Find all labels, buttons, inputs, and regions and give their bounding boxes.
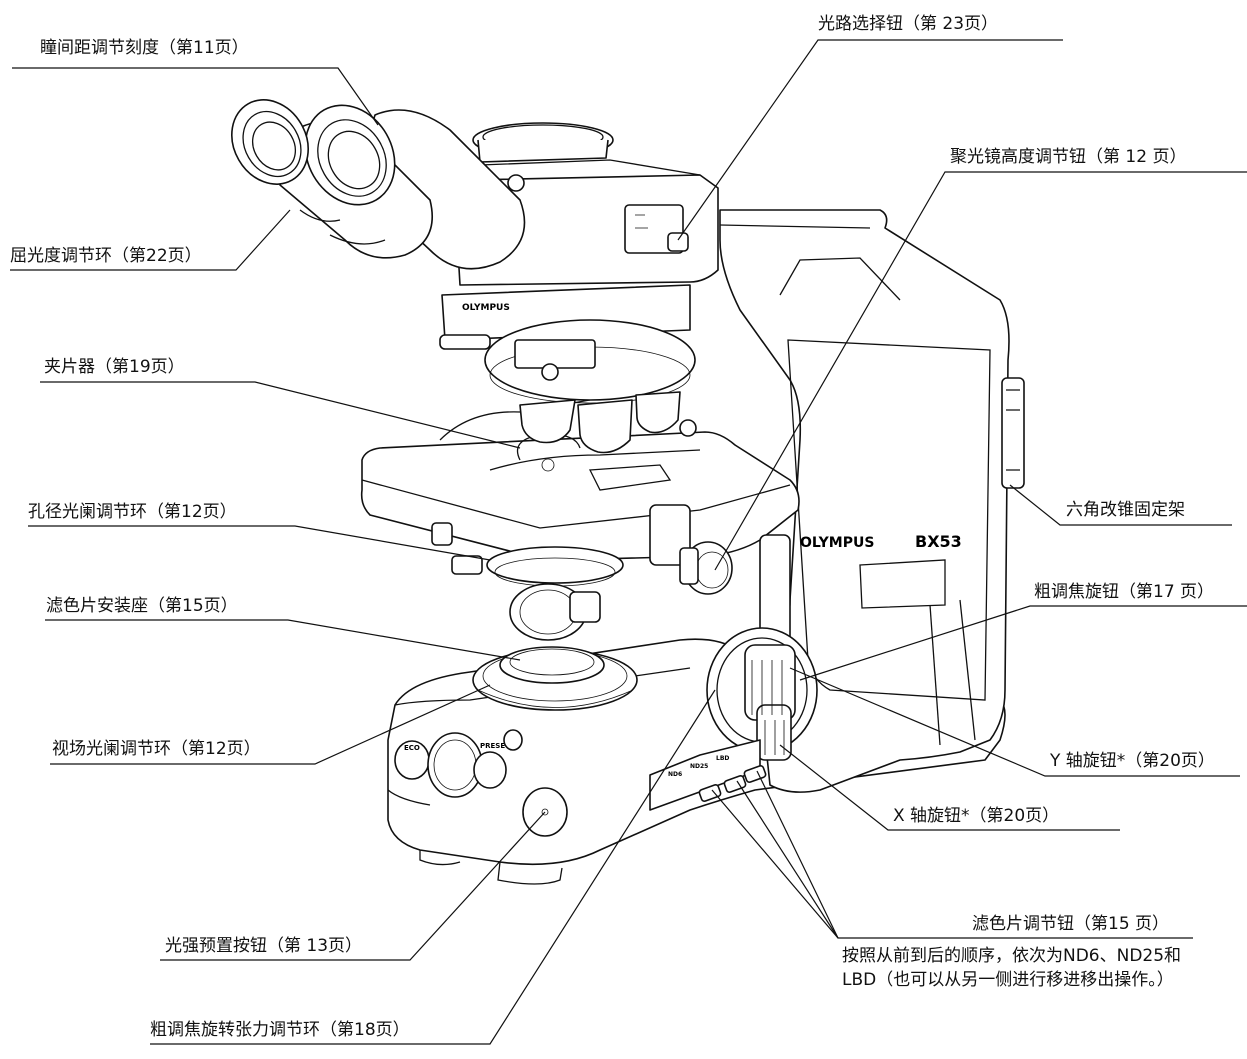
nosepiece: OLYMPUS: [439, 284, 697, 454]
label-light-preset-button: 光强预置按钮（第 13页）: [165, 936, 363, 956]
label-coarse-tension-ring: 粗调焦旋转张力调节环（第18页）: [150, 1020, 410, 1040]
nd6-label: ND6: [668, 771, 682, 778]
label-condenser-height-knob: 聚光镜高度调节钮（第 12 页）: [950, 147, 1187, 167]
filter-knobs: ND6 ND25 LBD: [649, 739, 767, 811]
label-x-axis-knob: X 轴旋钮*（第20页）: [893, 806, 1060, 826]
label-light-path-knob: 光路选择钮（第 23页）: [818, 14, 999, 34]
label-y-axis-knob: Y 轴旋钮*（第20页）: [1050, 751, 1215, 771]
eco-label: ECO: [404, 744, 420, 752]
model-label: BX53: [915, 532, 962, 551]
label-aperture-iris-ring: 孔径光阑调节环（第12页）: [28, 502, 237, 522]
label-filter-note: 按照从前到后的顺序，依次为ND6、ND25和LBD（也可以从另一侧进行移进移出操…: [842, 946, 1182, 990]
filter-mount: [472, 646, 638, 711]
label-hex-wrench-holder: 六角改锥固定架: [1066, 500, 1185, 520]
nd25-label: ND25: [690, 763, 708, 770]
label-diopter-ring: 屈光度调节环（第22页）: [10, 246, 202, 266]
eyepieces: [231, 99, 526, 270]
leader-lines: [10, 39, 1247, 1045]
condenser: [451, 546, 624, 641]
label-interpupillary-scale: 瞳间距调节刻度（第11页）: [40, 38, 249, 58]
head-brand: OLYMPUS: [462, 303, 510, 313]
lbd-label: LBD: [716, 755, 729, 762]
label-slide-holder: 夹片器（第19页）: [44, 357, 185, 377]
label-coarse-focus-knob: 粗调焦旋钮（第17 页）: [1034, 582, 1215, 602]
condenser-height-knob: [679, 534, 791, 646]
preset-label: PRESET: [480, 742, 510, 750]
body-brand: OLYMPUS: [800, 535, 874, 551]
focus-knobs: [706, 627, 818, 761]
label-filter-knob: 滤色片调节钮（第15 页）: [972, 914, 1170, 934]
label-field-iris-ring: 视场光阑调节环（第12页）: [52, 739, 261, 759]
label-filter-mount: 滤色片安装座（第15页）: [46, 596, 238, 616]
